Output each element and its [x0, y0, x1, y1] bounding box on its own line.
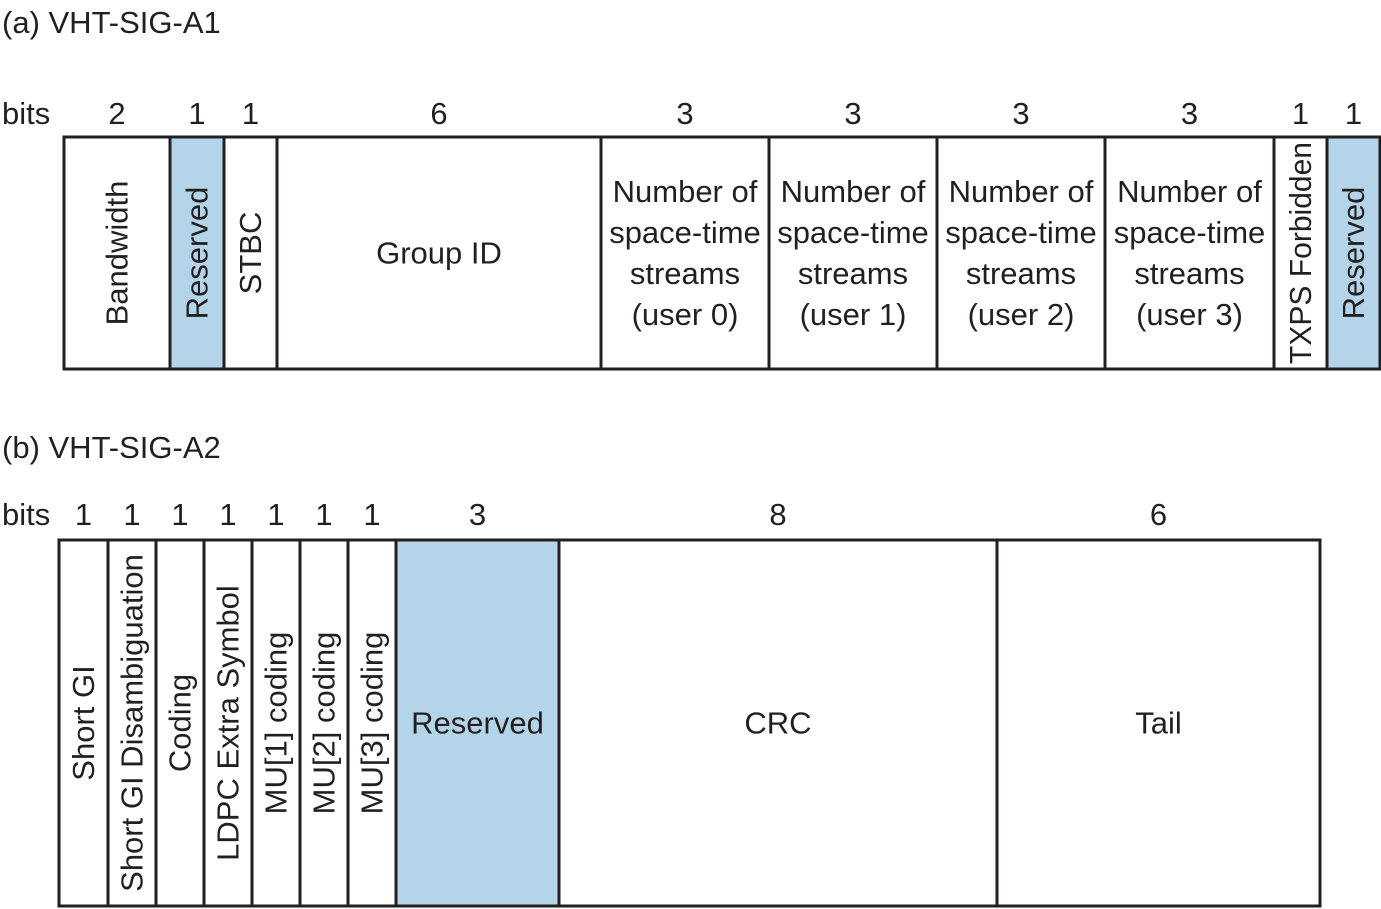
bit-count: 6 [430, 96, 447, 131]
diagram-title: (a) VHT-SIG-A1 [2, 5, 221, 40]
field-label: Short GI Disambiguation [115, 554, 150, 892]
bit-count: 1 [1292, 96, 1309, 131]
bit-count: 3 [469, 497, 486, 532]
field-box [557, 538, 999, 908]
field-box [57, 538, 110, 908]
field-label: Reserved [180, 187, 215, 320]
field-label-line: streams [966, 256, 1076, 291]
field-box [346, 538, 398, 908]
field-label-line: space-time [777, 215, 929, 250]
bit-count: 3 [676, 96, 693, 131]
bit-count: 1 [75, 497, 92, 532]
field-box [222, 135, 279, 371]
bit-count: 1 [363, 497, 380, 532]
field-mu-1-coding: 1MU[1] coding [250, 497, 302, 908]
bit-count: 2 [108, 96, 125, 131]
field-box [62, 135, 172, 371]
reserved-field-box [168, 135, 226, 371]
bit-count: 1 [315, 497, 332, 532]
bits-label: bits [2, 497, 50, 532]
bit-count: 1 [219, 497, 236, 532]
bit-count: 1 [188, 96, 205, 131]
field-box [1103, 135, 1276, 371]
field-label-line: (user 2) [968, 297, 1075, 332]
field-label: Coding [163, 674, 198, 772]
bit-count: 1 [267, 497, 284, 532]
field-label-line: Number of [949, 174, 1094, 209]
field-label-line: CRC [744, 706, 811, 741]
bit-count: 1 [123, 497, 140, 532]
diagram-title: (b) VHT-SIG-A2 [2, 430, 221, 465]
reserved-field-box [394, 538, 561, 908]
field-label-line: space-time [609, 215, 761, 250]
reserved-field-box [1325, 135, 1381, 371]
field-mu-3-coding: 1MU[3] coding [346, 497, 398, 908]
field-label-line: streams [1134, 256, 1244, 291]
bit-count: 8 [769, 497, 786, 532]
bits-label: bits [2, 96, 50, 131]
bit-count: 6 [1150, 497, 1167, 532]
field-label: MU[1] coding [259, 632, 294, 815]
bit-count: 3 [844, 96, 861, 131]
field-label: STBC [233, 212, 268, 295]
field-label-line: (user 0) [632, 297, 739, 332]
field-box [995, 538, 1322, 908]
field-mu-2-coding: 1MU[2] coding [298, 497, 350, 908]
field-box [599, 135, 771, 371]
field-box [298, 538, 350, 908]
field-label-line: streams [798, 256, 908, 291]
bit-count: 1 [242, 96, 259, 131]
field-box [275, 135, 603, 371]
field-box [154, 538, 206, 908]
field-label-line: space-time [945, 215, 1097, 250]
field-label: TXPS Forbidden [1283, 142, 1318, 364]
field-label: LDPC Extra Symbol [211, 585, 246, 861]
field-label-line: space-time [1114, 215, 1266, 250]
field-label: Reserved [1336, 187, 1371, 320]
field-label-line: Number of [781, 174, 926, 209]
field-label: Bandwidth [100, 181, 135, 326]
field-label-line: streams [630, 256, 740, 291]
field-label-line: (user 3) [1136, 297, 1243, 332]
bit-count: 3 [1181, 96, 1198, 131]
field-label-line: Number of [1117, 174, 1262, 209]
bit-count: 1 [1345, 96, 1362, 131]
bit-count: 3 [1012, 96, 1029, 131]
field-box [106, 538, 158, 908]
field-label: MU[3] coding [355, 632, 390, 815]
field-label-line: Number of [613, 174, 758, 209]
field-label: Short GI [66, 665, 101, 780]
field-label-line: Reserved [411, 706, 544, 741]
field-box [767, 135, 939, 371]
field-label-line: (user 1) [800, 297, 907, 332]
field-label: MU[2] coding [307, 632, 342, 815]
bit-count: 1 [171, 497, 188, 532]
field-label-line: Group ID [376, 236, 502, 271]
field-box [1272, 135, 1329, 371]
field-box [935, 135, 1107, 371]
field-label-line: Tail [1135, 706, 1182, 741]
field-box [202, 538, 254, 908]
